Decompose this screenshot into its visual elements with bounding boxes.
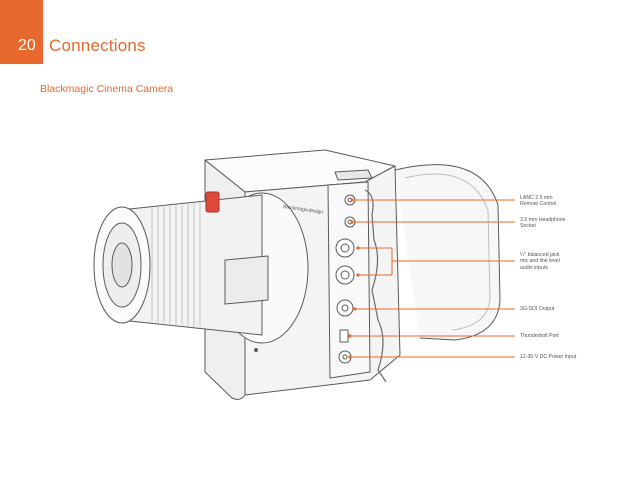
page-number: 20 <box>18 37 36 54</box>
page-number-tab <box>0 0 43 64</box>
page-subtitle: Blackmagic Cinema Camera <box>40 83 174 95</box>
camera-rear-hood <box>394 164 501 341</box>
camera-brand-text: Blackmagicdesign <box>283 204 324 216</box>
record-button <box>205 191 220 213</box>
callout-thunderbolt-port: Thunderbolt Port <box>520 333 559 339</box>
callout-headphone-socket: 3.5 mm Headphone Socket <box>520 217 566 230</box>
callout-lanc-remote: LANC 2.5 mm Remote Control <box>520 195 557 208</box>
callout-sdi-output: 3G-SDI Output <box>520 306 555 312</box>
callout-power-input: 12-30 V DC Power Input <box>520 354 577 360</box>
section-title: Connections <box>49 36 146 55</box>
callout-audio-inputs: ¼" balanced jack mic and line level audi… <box>520 252 560 271</box>
